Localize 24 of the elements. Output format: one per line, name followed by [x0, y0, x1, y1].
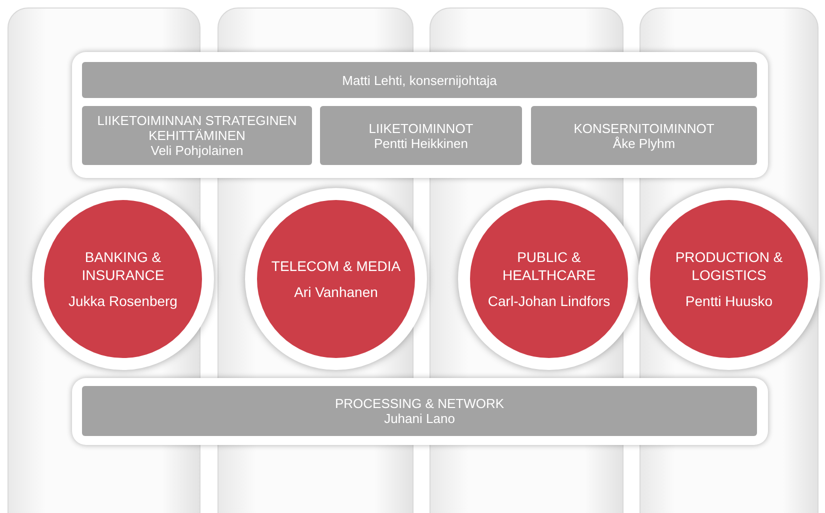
unit-title: LIIKETOIMINNAN STRATEGINEN KEHITTÄMINEN: [96, 113, 298, 143]
person-name: Åke Plyhm: [612, 136, 676, 150]
person-name: Pentti Heikkinen: [374, 136, 468, 150]
person-name: Veli Pohjolainen: [150, 143, 244, 158]
person-name: Jukka Rosenberg: [68, 292, 178, 310]
unit-bar: [531, 106, 757, 165]
unit-title: TELECOM & MEDIA: [271, 257, 401, 275]
unit-title: Matti Lehti, konsernijohtaja: [342, 72, 497, 88]
person-name: Ari Vanhanen: [294, 283, 378, 301]
unit-title: PROCESSING & NETWORK: [334, 396, 504, 411]
person-name: Juhani Lano: [384, 411, 455, 426]
unit-title: PUBLIC & HEALTHCARE: [501, 248, 597, 284]
panel-background: [72, 378, 768, 445]
unit-title: LIIKETOIMINNOT: [368, 120, 474, 136]
person-name: Carl-Johan Lindfors: [488, 292, 610, 310]
unit-bar: [82, 106, 312, 165]
panel-background: [72, 52, 768, 178]
title-bar: [82, 62, 757, 98]
unit-bar: [320, 106, 522, 165]
unit-title: BANKING & INSURANCE: [80, 248, 166, 284]
unit-bar: [82, 386, 757, 436]
person-name: Pentti Huusko: [685, 292, 773, 310]
unit-title: PRODUCTION & LOGISTICS: [674, 248, 784, 284]
unit-title: KONSERNITOIMINNOT: [574, 120, 714, 136]
